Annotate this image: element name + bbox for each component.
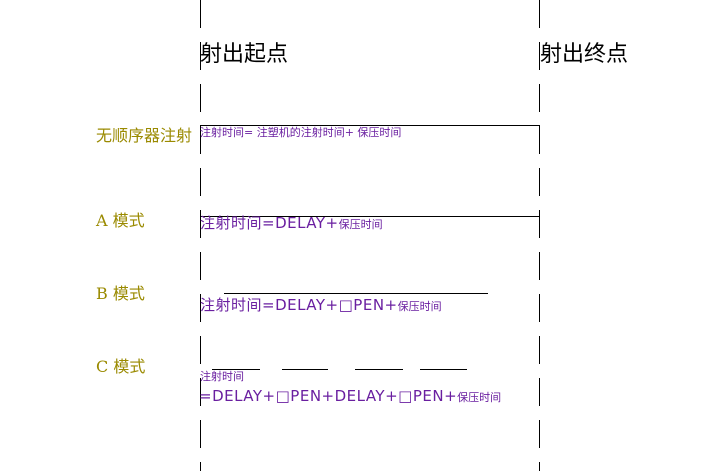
- timing-bar-c-4: [420, 369, 467, 370]
- timing-bar-c-2: [282, 369, 328, 370]
- mode-label-c: C 模式: [96, 357, 146, 376]
- timing-bar-a: [200, 216, 540, 217]
- formula-c-line2: =DELAY+□PEN+DELAY+□PEN+保压时间: [199, 389, 501, 404]
- mode-label-a: A 模式: [96, 211, 145, 230]
- timing-bar-no-sequencer: [200, 125, 540, 126]
- formula-b-main: 注射时间=DELAY+□PEN+: [200, 296, 398, 314]
- header-start-label: 射出起点: [200, 42, 289, 67]
- formula-b: 注射时间=DELAY+□PEN+保压时间: [200, 298, 442, 313]
- formula-c-tail: 保压时间: [457, 391, 502, 404]
- timing-bar-b: [224, 293, 488, 294]
- formula-no-sequencer: 注射时间= 注塑机的注射时间+ 保压时间: [200, 126, 402, 139]
- formula-b-tail: 保压时间: [397, 300, 442, 313]
- formula-a: 注射时间=DELAY+保压时间: [200, 216, 383, 231]
- timing-bar-c-1: [212, 369, 260, 370]
- mode-label-b: B 模式: [96, 284, 145, 303]
- formula-a-main: 注射时间=DELAY+: [200, 214, 339, 232]
- formula-a-tail: 保压时间: [338, 218, 383, 231]
- mode-label-no-sequencer: 无顺序器注射: [96, 126, 193, 145]
- formula-c-main: =DELAY+□PEN+DELAY+□PEN+: [199, 387, 458, 405]
- timing-bar-c-3: [355, 369, 403, 370]
- header-end-label: 射出终点: [540, 42, 629, 67]
- formula-c-line1: 注射时间: [200, 370, 244, 383]
